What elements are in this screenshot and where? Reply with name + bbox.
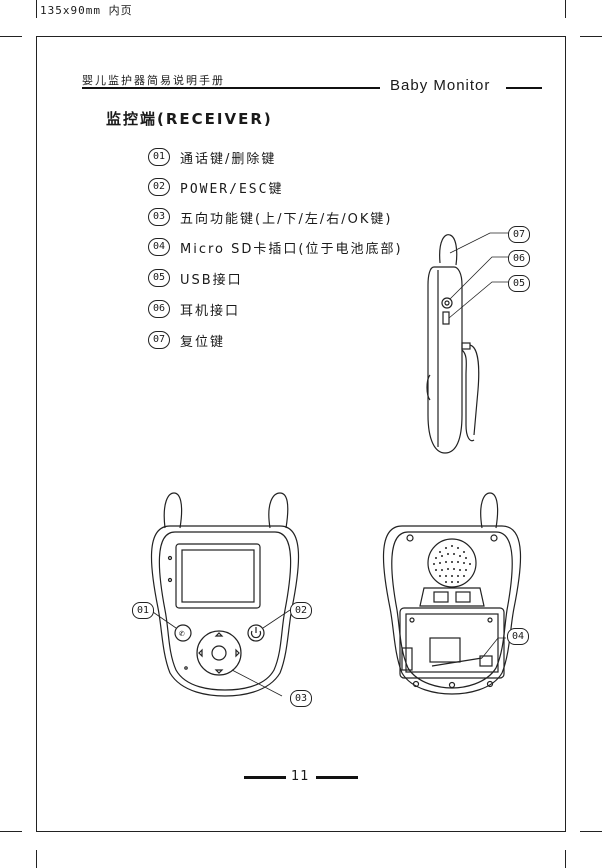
header-rule bbox=[82, 87, 380, 89]
item-number: 03 bbox=[148, 208, 170, 226]
crop-mark bbox=[36, 850, 37, 868]
crop-mark bbox=[0, 831, 22, 832]
device-front-view: ✆ bbox=[149, 492, 300, 697]
item-number: 06 bbox=[148, 300, 170, 318]
list-item: 02 POWER/ESC键 bbox=[148, 176, 283, 198]
item-label: 复位键 bbox=[180, 334, 226, 350]
item-number: 07 bbox=[148, 331, 170, 349]
crop-mark bbox=[580, 831, 602, 832]
list-item: 03 五向功能键(上/下/左/右/OK键) bbox=[148, 206, 392, 228]
item-number: 02 bbox=[148, 178, 170, 196]
crop-mark bbox=[565, 850, 566, 868]
item-label: POWER/ESC键 bbox=[180, 181, 284, 197]
item-label: USB接口 bbox=[180, 272, 243, 288]
device-back-view bbox=[382, 492, 522, 695]
item-label: Micro SD卡插口(位于电池底部) bbox=[180, 241, 403, 257]
callout-02: 02 bbox=[290, 602, 312, 619]
section-title: 监控端(RECEIVER) bbox=[106, 110, 273, 128]
page-frame bbox=[36, 36, 566, 832]
device-side-view bbox=[426, 232, 510, 454]
crop-mark bbox=[0, 36, 22, 37]
item-number: 05 bbox=[148, 269, 170, 287]
footer-rule-left bbox=[244, 776, 286, 779]
crop-mark bbox=[36, 0, 37, 18]
list-item: 01 通话键/删除键 bbox=[148, 146, 276, 168]
page-number: 11 bbox=[291, 769, 310, 784]
svg-text:✆: ✆ bbox=[179, 630, 185, 638]
callout-05: 05 bbox=[508, 275, 530, 292]
crop-mark bbox=[580, 36, 602, 37]
callout-06: 06 bbox=[508, 250, 530, 267]
callout-03: 03 bbox=[290, 690, 312, 707]
list-item: 07 复位键 bbox=[148, 329, 225, 351]
list-item: 06 耳机接口 bbox=[148, 298, 240, 320]
callout-07: 07 bbox=[508, 226, 530, 243]
item-label: 五向功能键(上/下/左/右/OK键) bbox=[180, 211, 393, 227]
crop-mark bbox=[565, 0, 566, 18]
manual-title: 婴儿监护器简易说明手册 bbox=[82, 74, 225, 87]
list-item: 04 Micro SD卡插口(位于电池底部) bbox=[148, 236, 403, 258]
item-label: 通话键/删除键 bbox=[180, 151, 277, 167]
callout-04: 04 bbox=[507, 628, 529, 645]
item-label: 耳机接口 bbox=[180, 303, 241, 319]
footer-rule-right bbox=[316, 776, 358, 779]
brand-title: Baby Monitor bbox=[390, 77, 491, 94]
item-number: 04 bbox=[148, 238, 170, 256]
callout-01: 01 bbox=[132, 602, 154, 619]
item-number: 01 bbox=[148, 148, 170, 166]
list-item: 05 USB接口 bbox=[148, 267, 243, 289]
print-size-note: 135x90mm 内页 bbox=[40, 4, 133, 17]
header-rule bbox=[506, 87, 542, 89]
